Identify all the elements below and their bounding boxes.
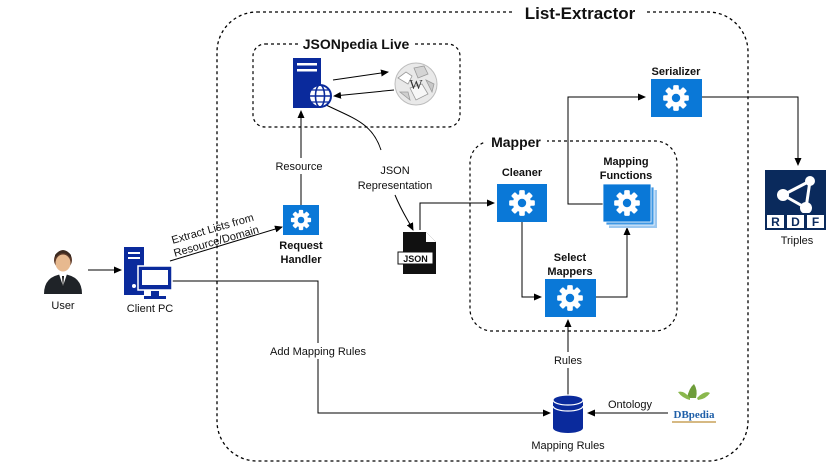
edge-mapping-functions-to-serializer [567, 93, 646, 205]
cleaner-label: Cleaner [502, 167, 543, 179]
rdf-letter-d: D [791, 215, 800, 229]
edge-json-to-cleaner [419, 199, 495, 230]
serializer-node [651, 79, 702, 117]
edge-server-to-json [321, 102, 413, 230]
edge-label-json-1: JSON [380, 165, 409, 177]
serializer-label: Serializer [652, 66, 702, 78]
dbpedia-logo-icon: DBpedia [672, 384, 716, 423]
wikipedia-globe-icon: W [394, 62, 438, 106]
json-file-label: JSON [403, 254, 428, 264]
svg-text:W: W [409, 78, 423, 93]
edge-label-resource: Resource [275, 161, 322, 173]
list-extractor-title: List-Extractor [525, 4, 636, 23]
list-extractor-container [216, 11, 749, 462]
edge-cleaner-to-select-mappers [521, 222, 542, 301]
edge-label-json-2: Representation [358, 180, 433, 192]
rdf-letter-r: R [771, 215, 780, 229]
mapping-functions-node [602, 183, 657, 228]
edge-select-mappers-to-mapping-functions [596, 227, 631, 298]
mapping-functions-label-1: Mapping [603, 156, 648, 168]
edge-wikipedia-to-server [333, 89, 395, 99]
dbpedia-logo-text: DBpedia [674, 409, 715, 421]
jsonpedia-title: JSONpedia Live [303, 36, 410, 52]
rdf-logo-icon: R D F [765, 170, 826, 230]
mapper-group [469, 140, 678, 332]
client-pc-label: Client PC [127, 303, 174, 315]
select-mappers-label-1: Select [554, 252, 587, 264]
edge-server-to-wikipedia [332, 69, 389, 81]
json-file-icon: JSON [397, 232, 436, 274]
request-handler-node [283, 205, 319, 235]
triples-label: Triples [781, 235, 814, 247]
server-globe-icon [293, 58, 332, 108]
user-icon [44, 250, 82, 294]
select-mappers-label-2: Mappers [547, 266, 592, 278]
select-mappers-node [545, 279, 596, 317]
mapper-title: Mapper [491, 134, 541, 150]
edge-label-add-mapping-rules: Add Mapping Rules [270, 346, 367, 358]
user-label: User [51, 300, 75, 312]
database-icon [552, 394, 584, 433]
rdf-letter-f: F [812, 215, 819, 229]
edge-pc-to-request-handler [169, 225, 283, 262]
mapping-rules-label: Mapping Rules [531, 440, 605, 452]
edge-serializer-to-triples [702, 96, 802, 166]
request-handler-label-1: Request [279, 240, 323, 252]
request-handler-label-2: Handler [281, 254, 323, 266]
mapping-functions-label-2: Functions [600, 170, 653, 182]
cleaner-node [497, 184, 547, 222]
edge-label-rules: Rules [554, 355, 583, 367]
edge-label-ontology: Ontology [608, 399, 653, 411]
desktop-pc-icon [124, 247, 173, 299]
